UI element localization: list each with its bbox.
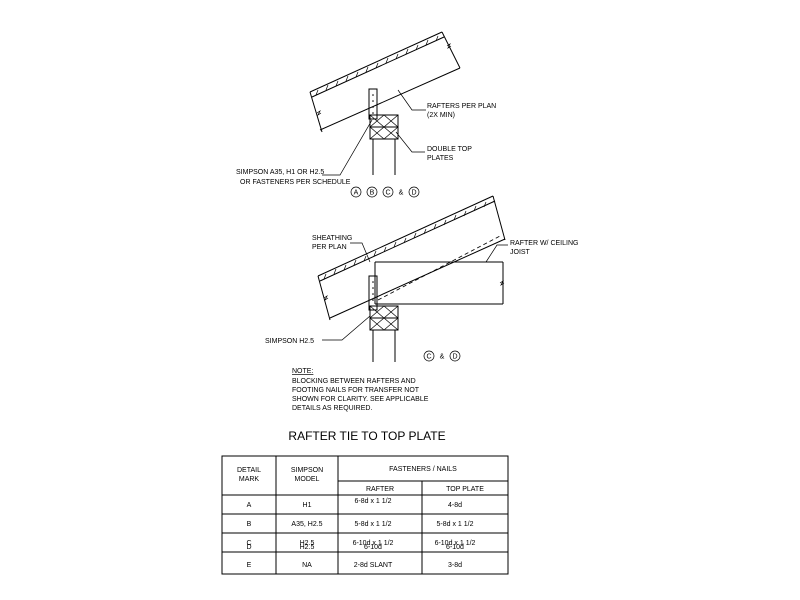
- upper-plate-x-marks: [369, 114, 399, 140]
- upper-strap-holes: [372, 94, 374, 114]
- upper-tag-and: &: [399, 190, 404, 197]
- note-block: NOTE: BLOCKING BETWEEN RAFTERS AND FOOTI…: [292, 368, 429, 412]
- cell-mark: B: [247, 521, 252, 528]
- cell-top-plate: 6-10d: [446, 544, 464, 551]
- table-row: B A35, H2.5 5-8d x 1 1/2 5-8d x 1 1/2: [247, 521, 474, 528]
- cell-mark: C: [246, 540, 251, 547]
- cell-model: H2.5: [300, 540, 315, 547]
- header-fasteners: FASTENERS / NAILS: [389, 466, 457, 473]
- upper-detail: RAFTERS PER PLAN (2X MIN) DOUBLE TOP PLA…: [236, 31, 496, 198]
- lower-top-plate-1: [369, 305, 399, 319]
- upper-sheathing-bottom: [311, 36, 445, 98]
- table-row: E NA 2-8d SLANT 3-8d: [247, 562, 462, 569]
- upper-tag-b: B: [370, 190, 375, 197]
- cell-rafter: 5-8d x 1 1/2: [355, 521, 392, 528]
- table-row: C H2.5 6-10d x 1 1/2 6-10d x 1 1/2: [246, 540, 475, 547]
- lower-label-sheathing-2: PER PLAN: [312, 244, 347, 251]
- lower-label-joist-1: RAFTER W/ CEILING: [510, 240, 578, 247]
- upper-top-plate-1: [369, 114, 399, 128]
- upper-break-mark-right: [446, 42, 452, 50]
- cell-rafter: 6-8d x 1 1/2: [355, 498, 392, 505]
- upper-tag-c: C: [385, 190, 390, 197]
- upper-sheathing-hatch: [315, 35, 439, 96]
- lower-sheathing-hatch: [323, 201, 487, 280]
- upper-rafter-bottom: [319, 67, 461, 131]
- upper-rafter-tail: [309, 91, 323, 133]
- cell-model: NA: [302, 562, 312, 569]
- upper-top-plate-2: [369, 126, 399, 140]
- header-top-plate: TOP PLATE: [446, 486, 484, 493]
- upper-tag-d: D: [411, 190, 416, 197]
- lower-break-mark-right: [499, 279, 505, 287]
- table-title: RAFTER TIE TO TOP PLATE: [288, 429, 445, 443]
- note-line-2: FOOTING NAILS FOR TRANSFER NOT: [292, 387, 420, 394]
- cell-mark: A: [247, 502, 252, 509]
- table-row: D H2.5 6-10d 6-10d: [246, 544, 464, 551]
- header-detail-1: DETAIL: [237, 467, 261, 474]
- lower-connector-strap: [368, 275, 378, 311]
- upper-label-connector-2: OR FASTENERS PER SCHEDULE: [240, 179, 351, 186]
- lower-leader-joist: [485, 244, 508, 263]
- upper-label-connector-1: SIMPSON A35, H1 OR H2.5: [236, 169, 324, 176]
- upper-label-rafter-2: (2X MIN): [427, 112, 455, 119]
- table-row: A H1 6-8d x 1 1/2 4-8d: [247, 498, 462, 509]
- cell-mark: D: [246, 544, 251, 551]
- upper-connector-strap: [368, 88, 378, 120]
- upper-leader-connector: [322, 119, 373, 176]
- cell-model: H1: [303, 502, 312, 509]
- upper-label-rafter-1: RAFTERS PER PLAN: [427, 103, 496, 110]
- cell-top-plate: 6-10d x 1 1/2: [435, 540, 476, 547]
- lower-leader-sheathing: [350, 242, 371, 263]
- upper-tag-a: A: [354, 190, 359, 197]
- lower-tag-c: C: [426, 354, 431, 361]
- cell-top-plate: 4-8d: [448, 502, 462, 509]
- lower-rafter-head: [492, 195, 506, 241]
- upper-detail-tags: A B C & D: [350, 186, 420, 198]
- upper-label-plates-2: PLATES: [427, 155, 454, 162]
- cell-rafter: 6-10d: [364, 544, 382, 551]
- lower-leader-connector: [322, 315, 371, 341]
- cell-model: H2.5: [300, 544, 315, 551]
- cell-top-plate: 3-8d: [448, 562, 462, 569]
- lower-tag-and: &: [440, 354, 445, 361]
- upper-label-plates-1: DOUBLE TOP: [427, 146, 472, 153]
- upper-leader-rafter: [397, 89, 426, 111]
- header-rafter: RAFTER: [366, 486, 394, 493]
- upper-leader-plates: [395, 131, 425, 153]
- lower-top-plate-2: [369, 317, 399, 331]
- note-line-4: DETAILS AS REQUIRED.: [292, 405, 372, 412]
- cell-rafter: 6-10d x 1 1/2: [353, 540, 394, 547]
- note-line-1: BLOCKING BETWEEN RAFTERS AND: [292, 378, 416, 385]
- lower-sheathing-bottom: [319, 200, 496, 282]
- lower-tag-d: D: [452, 354, 457, 361]
- header-simpson-2: MODEL: [295, 476, 320, 483]
- lower-detail-tags: C & D: [423, 350, 461, 362]
- cell-rafter: 2-8d SLANT: [354, 562, 393, 569]
- lower-sheathing-top: [317, 195, 494, 277]
- lower-break-mark-left: [323, 294, 329, 302]
- note-line-3: SHOWN FOR CLARITY. SEE APPLICABLE: [292, 396, 429, 403]
- lower-detail: SHEATHING PER PLAN RAFTER W/ CEILING JOI…: [265, 195, 578, 362]
- lower-plate-x-marks: [369, 305, 399, 331]
- upper-sheathing-top: [309, 31, 443, 93]
- fastener-table: DETAIL MARK SIMPSON MODEL FASTENERS / NA…: [221, 455, 509, 575]
- lower-rafter-hidden-line: [377, 235, 501, 301]
- note-heading: NOTE:: [292, 368, 313, 375]
- lower-label-joist-2: JOIST: [510, 249, 531, 256]
- lower-strap-holes: [372, 281, 374, 301]
- header-simpson-1: SIMPSON: [291, 467, 323, 474]
- cell-top-plate: 5-8d x 1 1/2: [437, 521, 474, 528]
- cell-mark: E: [247, 562, 252, 569]
- lower-label-connector: SIMPSON H2.5: [265, 338, 314, 345]
- header-detail-2: MARK: [239, 476, 260, 483]
- upper-rafter-head: [441, 31, 461, 69]
- cell-model: A35, H2.5: [291, 521, 322, 528]
- upper-break-mark-left: [316, 109, 322, 117]
- table-border: [221, 455, 509, 575]
- lower-rafter-bottom: [329, 238, 506, 319]
- lower-label-sheathing-1: SHEATHING: [312, 235, 352, 242]
